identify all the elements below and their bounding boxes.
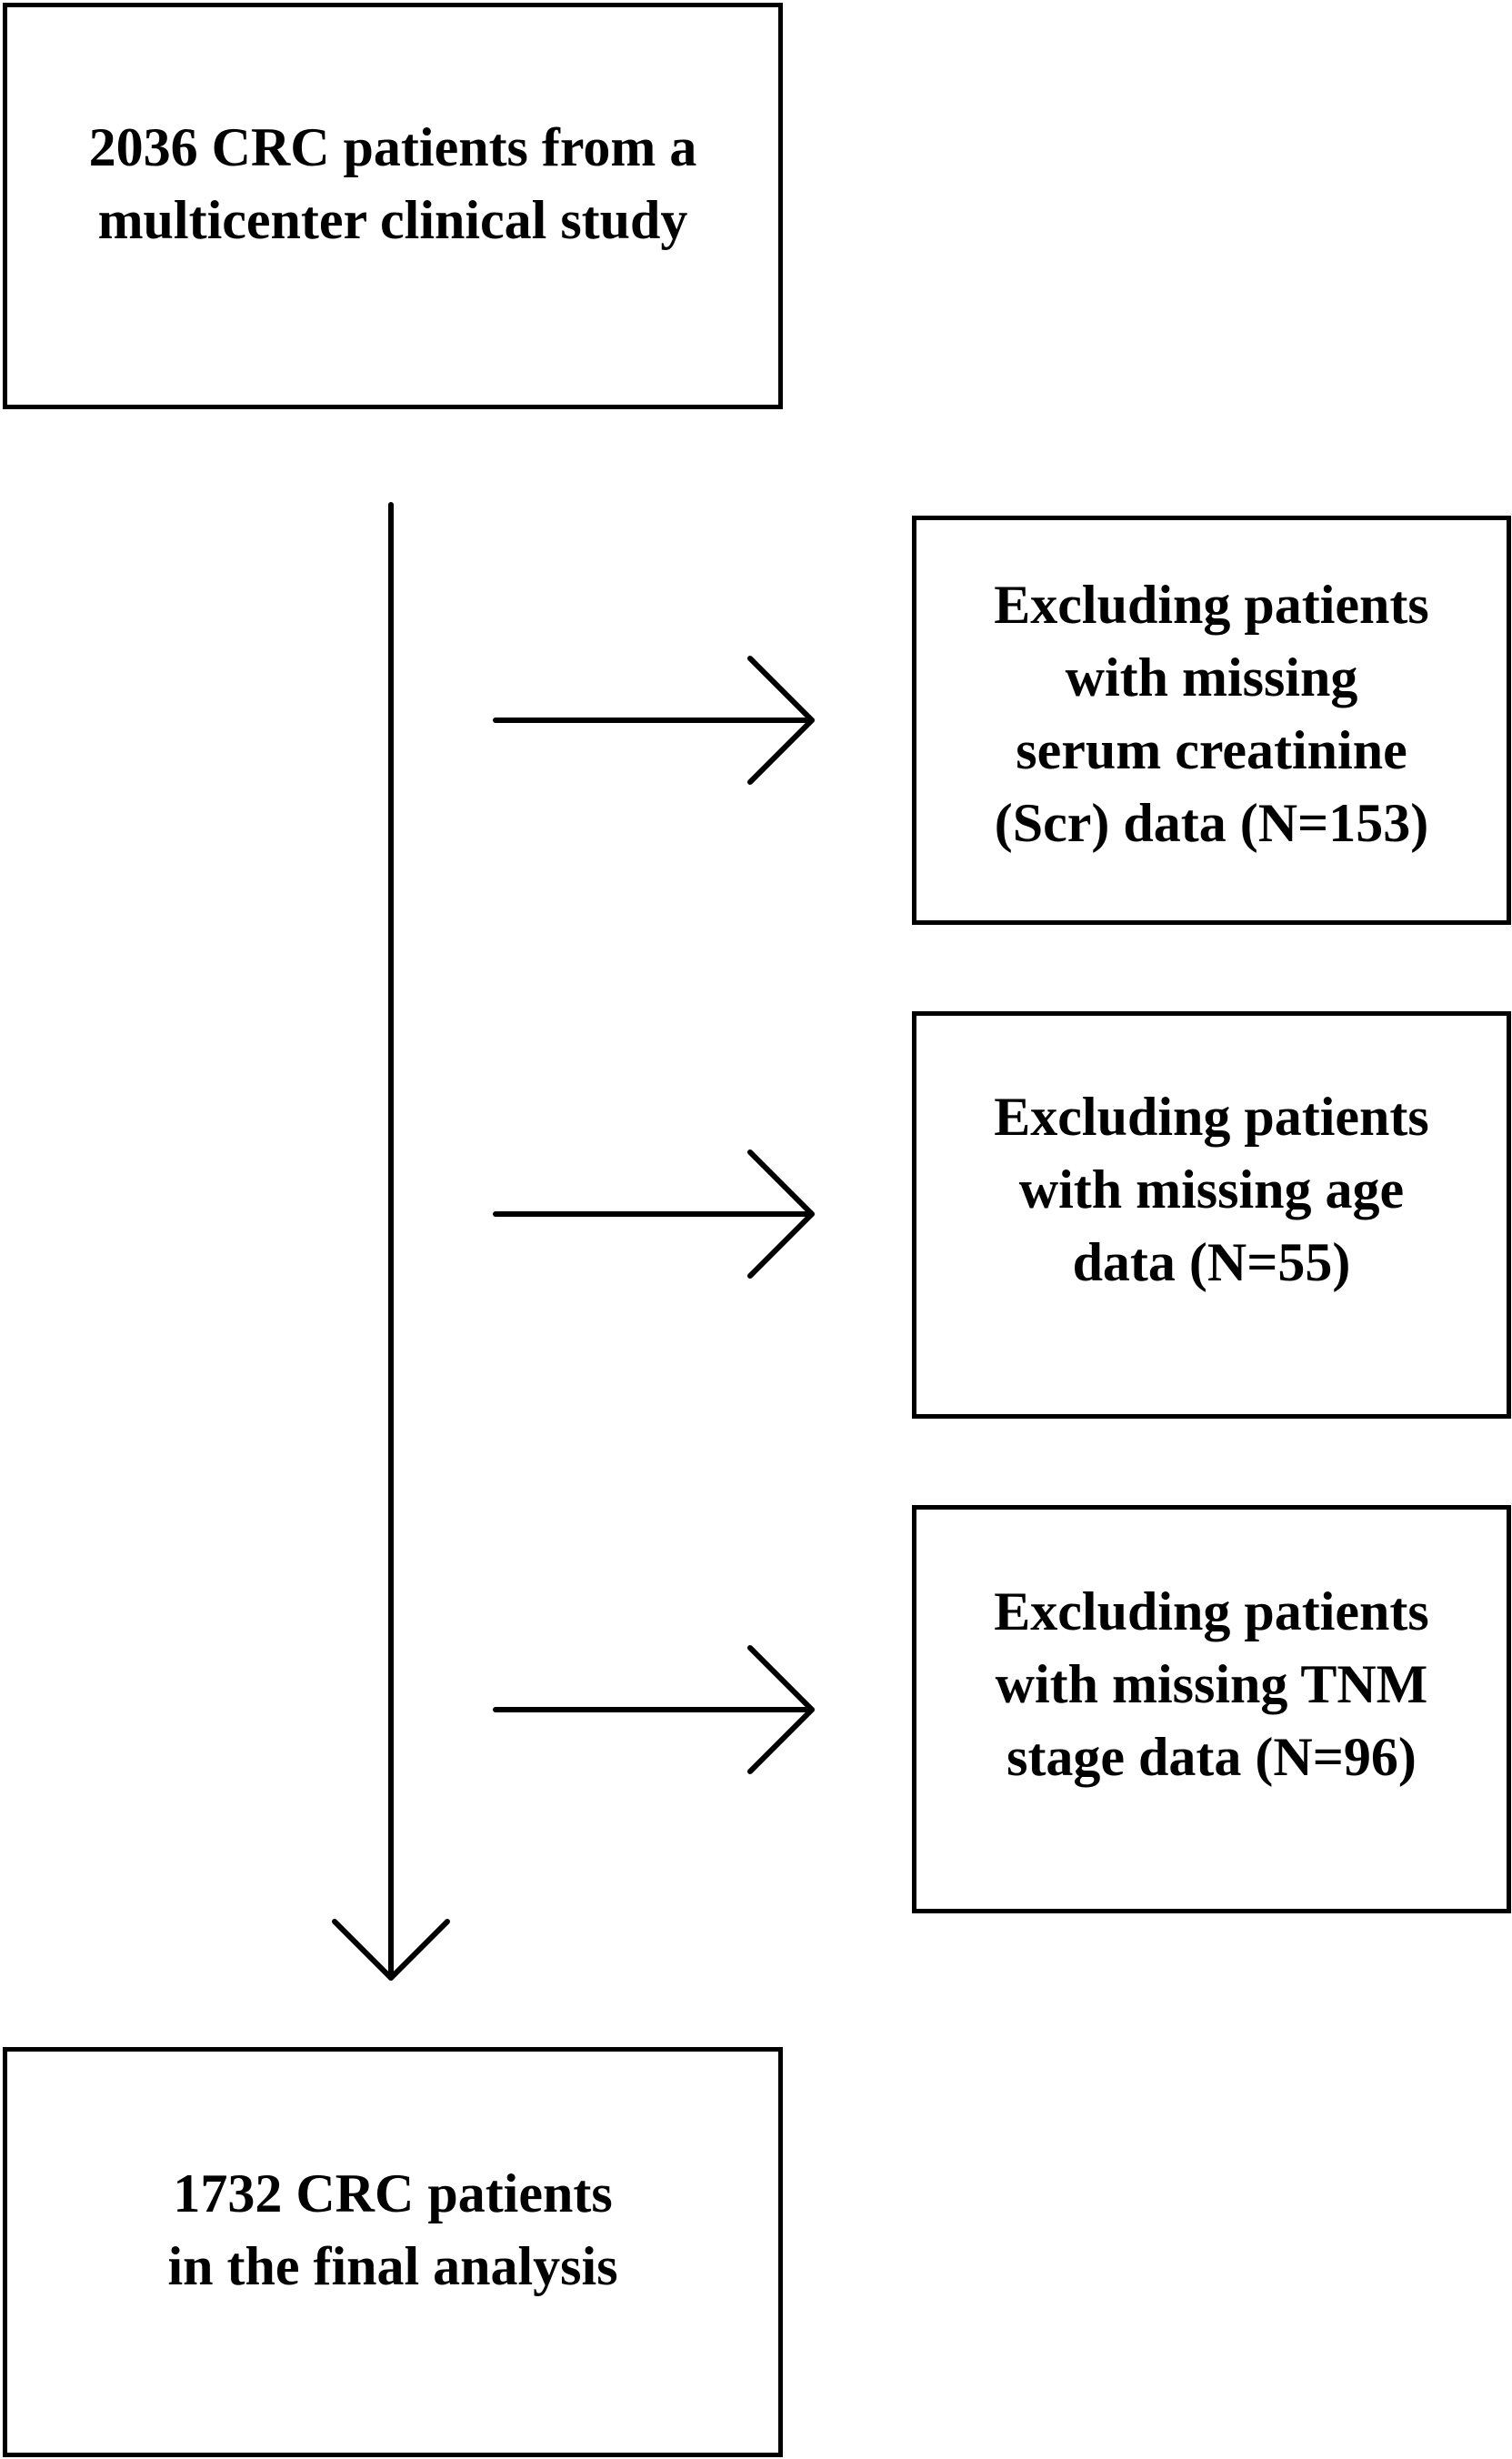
exclusion-box-tnm: Excluding patients with missing TNM stag… — [912, 1505, 1511, 1913]
exclusion-box-age: Excluding patients with missing age data… — [912, 1011, 1511, 1419]
start-box: 2036 CRC patients from a multicenter cli… — [3, 3, 783, 409]
start-box-text: 2036 CRC patients from a multicenter cli… — [88, 116, 697, 250]
exclusion-arrow-scr — [493, 656, 815, 785]
exclusion-arrow-age — [493, 1149, 815, 1279]
exclusion-box-age-text: Excluding patients with missing age data… — [994, 1087, 1429, 1292]
end-box: 1732 CRC patients in the final analysis — [3, 2047, 783, 2457]
exclusion-arrow-tnm — [493, 1645, 815, 1774]
end-box-text: 1732 CRC patients in the final analysis — [167, 2163, 618, 2296]
main-down-arrow — [332, 502, 450, 1981]
exclusion-box-scr: Excluding patients with missing serum cr… — [912, 516, 1511, 925]
exclusion-box-tnm-text: Excluding patients with missing TNM stag… — [994, 1581, 1429, 1787]
exclusion-box-scr-text: Excluding patients with missing serum cr… — [994, 575, 1429, 853]
